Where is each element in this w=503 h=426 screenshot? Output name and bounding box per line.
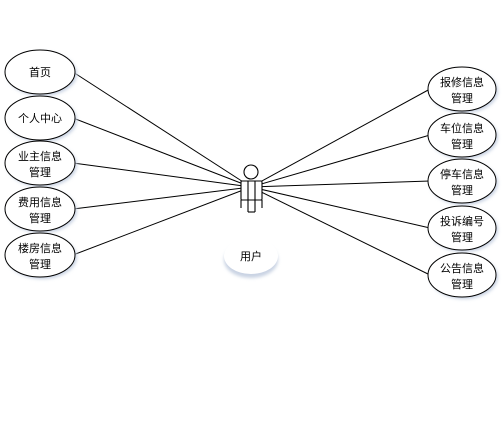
use-case-label: 管理 [451, 137, 473, 151]
use-case-label: 管理 [451, 183, 473, 197]
use-case-label: 个人中心 [18, 112, 62, 125]
use-case-label: 管理 [451, 91, 473, 105]
use-case-ellipse [4, 95, 76, 141]
use-case-ellipse [427, 66, 497, 112]
association-line-right-3 [250, 180, 431, 188]
association-line-right-4 [250, 186, 431, 229]
actor-label-background [224, 238, 278, 274]
use-case-left-1[interactable]: 首页 [4, 49, 77, 96]
use-case-ellipse [427, 158, 497, 204]
use-case-label: 停车信息 [440, 167, 484, 181]
use-case-label: 公告信息 [440, 261, 484, 275]
actor-figure-icon [240, 164, 263, 213]
use-case-left-2[interactable]: 个人中心 [4, 95, 77, 142]
use-case-label: 管理 [29, 165, 51, 179]
association-line-left-2 [72, 117, 252, 188]
use-case-label: 报修信息 [440, 75, 484, 89]
use-case-label: 车位信息 [440, 121, 484, 135]
association-line-left-3 [72, 162, 252, 188]
use-case-ellipse [4, 186, 76, 232]
actor-label: 用户 [240, 249, 262, 263]
actor-user[interactable]: 用户 [224, 164, 278, 278]
use-case-ellipse [4, 140, 76, 186]
use-case-ellipse [4, 232, 76, 278]
use-case-label: 首页 [29, 65, 51, 79]
use-case-label: 管理 [451, 277, 473, 291]
use-case-label: 管理 [29, 211, 51, 225]
use-case-label: 管理 [451, 230, 473, 244]
association-line-right-1 [250, 88, 431, 188]
association-line-left-4 [72, 186, 252, 210]
use-case-label: 楼房信息 [18, 241, 62, 255]
use-case-label: 投诉编号 [440, 214, 484, 228]
use-case-label: 业主信息 [18, 149, 62, 163]
use-case-ellipse [427, 252, 497, 298]
association-lines [72, 71, 431, 276]
use-case-ellipse [427, 112, 497, 158]
use-case-label: 管理 [29, 257, 51, 271]
use-case-label: 费用信息 [18, 195, 62, 209]
association-line-right-2 [250, 134, 431, 188]
association-line-left-1 [72, 71, 252, 188]
association-line-right-5 [250, 186, 431, 276]
use-case-ellipse [427, 205, 497, 251]
association-line-left-5 [72, 186, 252, 256]
use-case-ellipse [4, 49, 76, 95]
